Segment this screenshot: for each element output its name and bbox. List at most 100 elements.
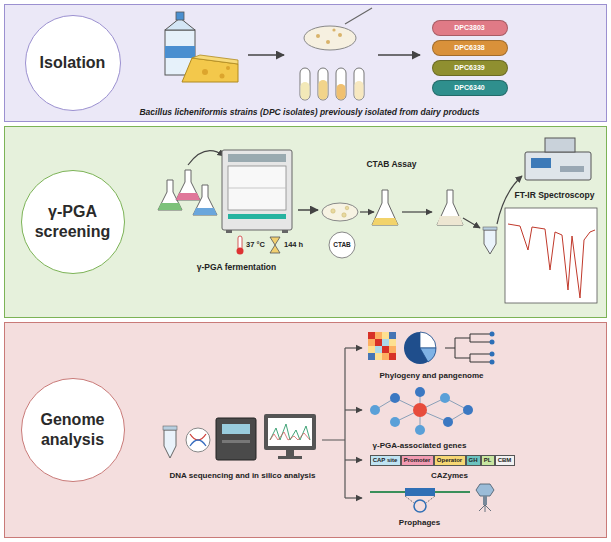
phage-icon [483,496,487,505]
incubator [228,188,286,189]
hourglass-icon [270,237,280,253]
gene-network [463,405,473,415]
gene-network [370,405,380,415]
process-arrow [360,211,374,212]
band-caption: Bacillus licheniformis strains (DPC isol… [139,108,479,118]
phylogenetic-tree [445,334,490,362]
step-label: FT-IR Spectroscopy [515,191,595,201]
dna-icon [186,428,210,452]
gene-network [415,425,425,435]
step-label: γ-PGA fermentation [197,263,277,273]
monitor [278,456,302,459]
node-text: PL [484,457,492,463]
phylogenetic-tree [445,332,495,365]
incubator [222,150,292,230]
phage-icon [476,484,494,496]
culture-flasks [158,203,182,210]
heatmap [389,353,396,360]
ftir-instrument [560,166,584,172]
thermometer-icon [237,236,244,255]
node-text: GH [469,457,478,463]
prophage-integration [370,488,470,512]
heatmap [368,353,375,360]
node-text: Genome analysis [28,410,118,448]
cheese-wedge [182,55,238,82]
cheese-wedge [202,69,208,75]
process-arrow [497,176,522,224]
culture-flasks [176,193,200,200]
heatmap [382,353,389,360]
node-text: Promoter [404,457,431,463]
branch-bracket [345,347,362,348]
assay-flasks [372,190,463,225]
branch-bracket [345,409,362,410]
node-text: Isolation [40,53,106,72]
assay-plate [322,203,358,258]
culture-tubes [354,68,364,100]
culture-flasks [158,151,224,215]
milk-carton [165,12,195,75]
phylogenetic-tree [490,332,495,337]
dna-tube [163,426,177,430]
culture-flasks [193,208,217,215]
monitor [264,414,316,450]
node-text: DPC6339 [454,64,484,71]
process-arrow [402,211,432,212]
heatmap [368,332,396,360]
strain-cell: DPC6339 [432,60,508,76]
assay-plate [329,232,355,258]
dna-icon [186,428,210,452]
sample-tube [483,227,497,254]
culture-flasks [176,170,200,200]
monitor [268,418,312,446]
heatmap [368,332,375,339]
heatmap [382,332,389,339]
gene-network [413,403,427,417]
gene-network [443,417,453,427]
gene-segment: CAP site [370,455,401,466]
milk-carton [165,18,195,30]
gene-segment: CBM [495,455,515,466]
thermometer-icon [237,248,244,255]
incubator [228,154,286,162]
gene-network [370,387,473,435]
process-arrow [248,55,420,56]
phylogenetic-tree [490,352,495,357]
sample-tube [483,227,497,230]
assay-plate [342,213,346,217]
petri-dish [316,34,320,38]
branch-bracket [345,497,362,498]
branch-bracket [322,348,362,498]
phylogenetic-tree [490,360,495,365]
milk-carton [165,30,195,75]
gene-segment: PL [481,455,495,466]
culture-flasks [188,151,224,165]
pie-chart [420,332,436,348]
incubator [228,214,286,219]
process-arrow [298,176,522,228]
ir-spectrum [505,208,597,303]
monitor [270,424,310,440]
prophage-integration [414,500,426,512]
node-text: CAP site [373,457,398,463]
gene-segment: GH [466,455,481,466]
heatmap [389,339,396,346]
gene-segment: Operator [434,455,466,466]
reagent-label: CTAB [333,241,351,248]
monitor [286,450,294,456]
culture-tubes [301,82,310,100]
heatmap [382,339,389,346]
culture-flasks [158,180,182,210]
assay-plate [345,206,349,210]
ir-spectrum [505,208,597,303]
gene-network [375,392,468,430]
ftir-instrument [525,138,591,180]
dna-icon [190,440,206,446]
prophage-integration [370,491,470,493]
culture-tubes [355,81,364,100]
assay-plate [322,203,358,221]
step-label: CTAB Assay [366,160,416,170]
ftir-instrument [525,152,591,180]
